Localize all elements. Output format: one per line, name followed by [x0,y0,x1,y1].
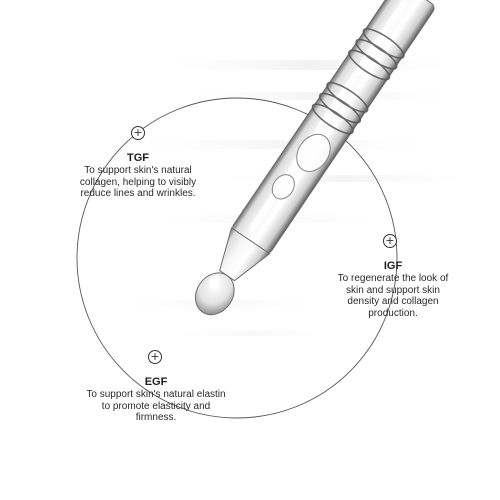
egf-title: EGF [144,376,168,388]
tgf-description: To support skin's natural collagen, help… [79,165,197,199]
igf-callout: IGF To regenerate the look of skin and s… [330,260,456,319]
igf-title: IGF [383,260,403,272]
igf-description: To regenerate the look of skin and suppo… [337,273,449,319]
egf-plus-circle-icon[interactable]: + [148,350,162,364]
tgf-title: TGF [127,152,149,164]
egf-description: To support skin's natural elastin to pro… [86,389,226,423]
egf-callout: EGF To support skin's natural elastin to… [86,376,226,424]
tgf-plus-circle-icon[interactable]: + [131,126,145,140]
tgf-callout: TGF To support skin's natural collagen, … [68,152,208,200]
ring-outline [76,97,398,419]
igf-plus-circle-icon[interactable]: + [383,234,397,248]
dropper-icon [194,0,435,316]
